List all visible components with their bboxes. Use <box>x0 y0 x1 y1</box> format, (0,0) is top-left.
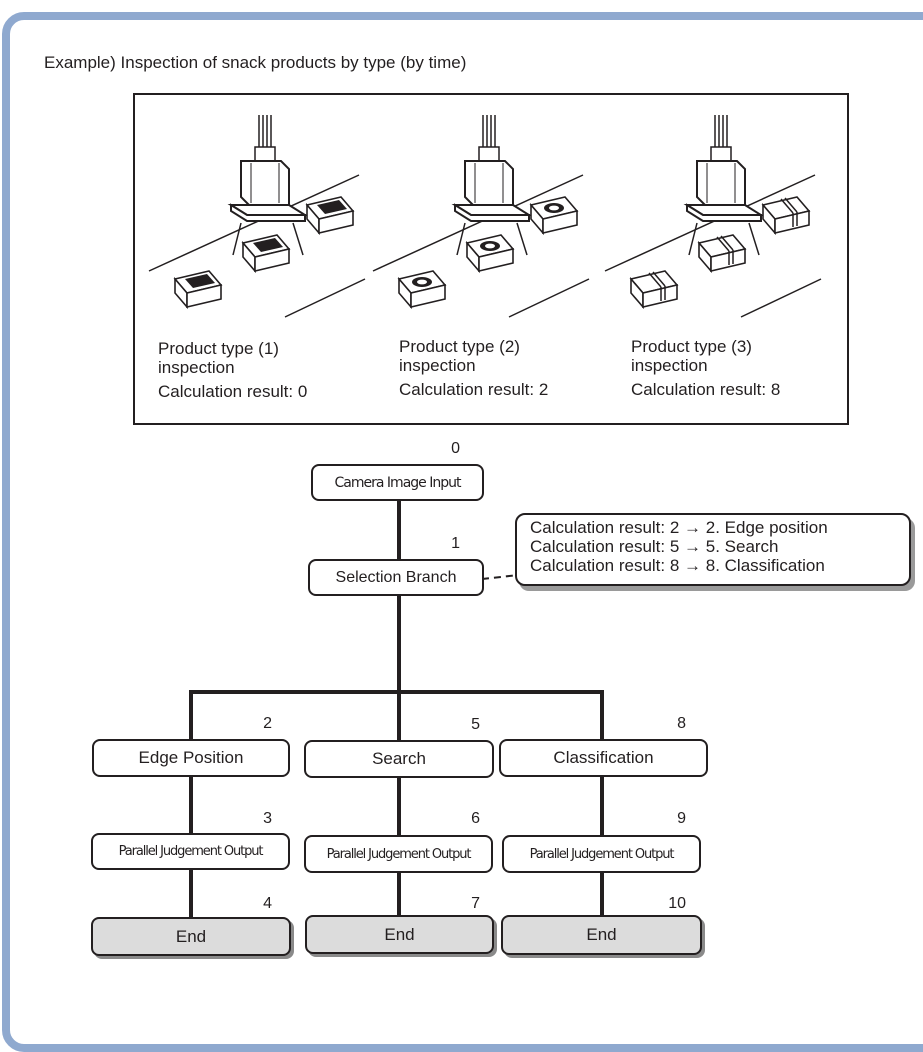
example-caption: Example) Inspection of snack products by… <box>44 53 467 72</box>
edge-position-node: Edge Position <box>92 739 290 777</box>
product-type-3-label2: inspection <box>631 356 708 375</box>
product-type-1-text: Product type (1) inspection Calculation … <box>158 339 307 401</box>
conveyor-illustrations <box>148 114 822 318</box>
product-type-3-text: Product type (3) inspection Calculation … <box>631 337 780 399</box>
step-number-7: 7 <box>471 895 480 912</box>
step-number-5: 5 <box>471 716 480 733</box>
step-number-2: 2 <box>263 715 272 732</box>
parallel-judgement-output-node-3: Parallel Judgement Output <box>502 835 701 873</box>
step-number-3: 3 <box>263 810 272 827</box>
step-number-0: 0 <box>451 440 460 457</box>
step-number-8: 8 <box>677 715 686 732</box>
product-type-2-label2: inspection <box>399 356 476 375</box>
product-type-3-result: Calculation result: 8 <box>631 380 781 399</box>
callout-line-classification: Calculation result: 8 → 8. Classificatio… <box>530 556 825 575</box>
search-node: Search <box>304 740 494 778</box>
illustration-panel: Product type (1) inspection Calculation … <box>133 93 849 425</box>
callout-line-edge: Calculation result: 2 → 2. Edge position <box>530 518 828 537</box>
product-type-1-label2: inspection <box>158 358 235 377</box>
classification-node: Classification <box>499 739 708 777</box>
step-number-9: 9 <box>677 810 686 827</box>
end-node-3: End <box>501 915 702 955</box>
product-type-2-result: Calculation result: 2 <box>399 380 549 399</box>
product-type-3-label: Product type (3) <box>631 337 752 356</box>
end-node-2: End <box>305 915 494 954</box>
branch-conditions-callout: Calculation result: 2 → 2. Edge position… <box>515 513 911 586</box>
flow-connectors <box>189 500 604 918</box>
step-number-1: 1 <box>451 535 460 552</box>
parallel-judgement-output-node-1: Parallel Judgement Output <box>91 833 290 870</box>
camera-image-input-node: Camera Image Input <box>311 464 484 501</box>
end-node-1: End <box>91 917 291 956</box>
parallel-judgement-output-node-2: Parallel Judgement Output <box>304 835 493 873</box>
step-number-4: 4 <box>263 895 272 912</box>
selection-branch-node: Selection Branch <box>308 559 484 596</box>
step-number-6: 6 <box>471 810 480 827</box>
callout-line-search: Calculation result: 5 → 5. Search <box>530 537 779 556</box>
product-type-1-label: Product type (1) <box>158 339 279 358</box>
step-number-10: 10 <box>668 895 686 912</box>
product-type-2-label: Product type (2) <box>399 337 520 356</box>
product-type-2-text: Product type (2) inspection Calculation … <box>399 337 548 399</box>
product-type-1-result: Calculation result: 0 <box>158 382 308 401</box>
